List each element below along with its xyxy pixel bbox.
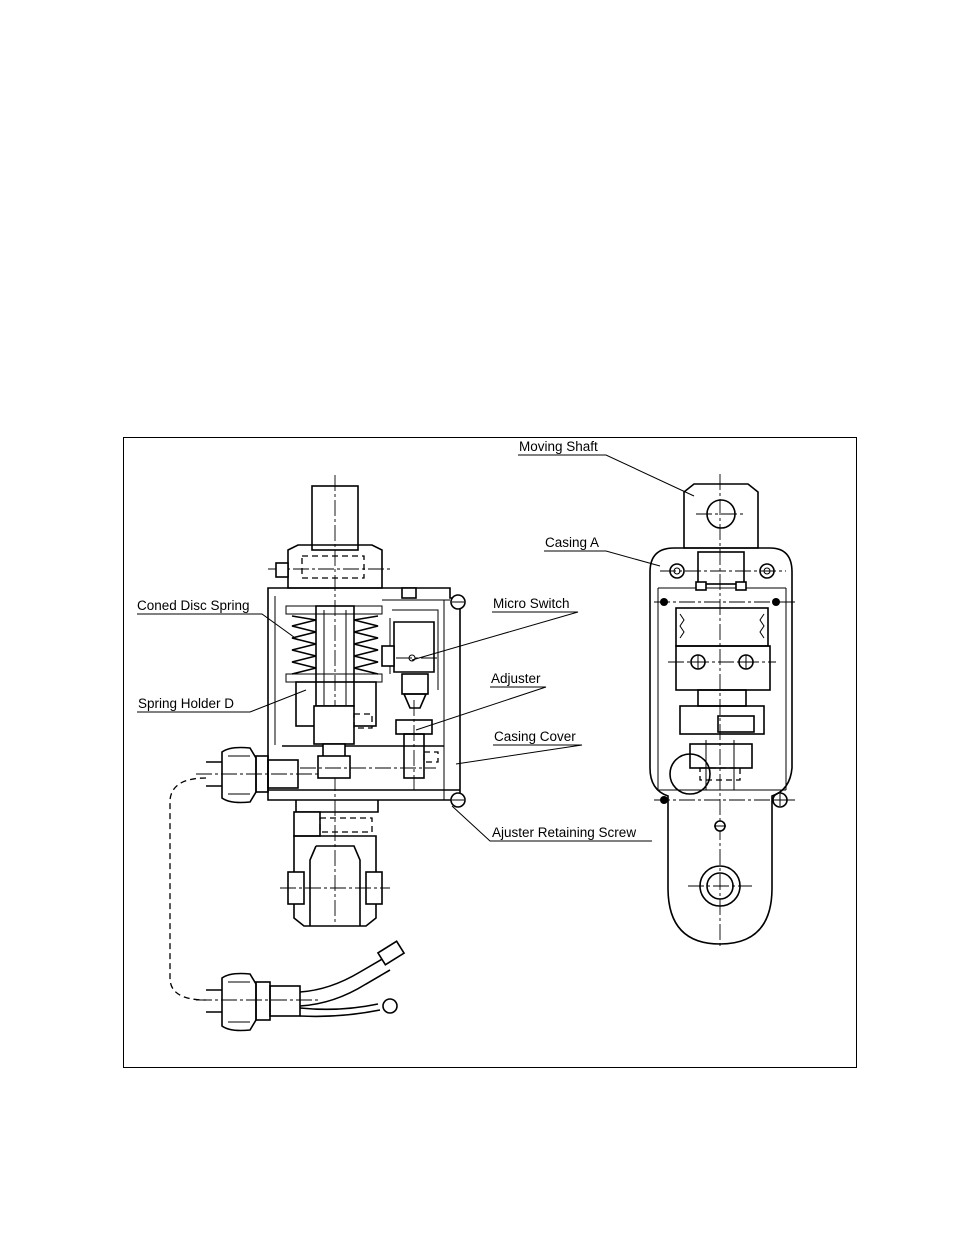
label-casing-cover: Casing Cover — [494, 729, 576, 744]
cable-gland-lower — [196, 940, 406, 1032]
label-micro-switch: Micro Switch — [493, 596, 570, 611]
cable-gland-upper — [196, 746, 320, 804]
labels: Moving Shaft Casing A Coned Disc Spring … — [137, 439, 636, 840]
section-view — [169, 475, 466, 1032]
label-moving-shaft: Moving Shaft — [519, 439, 598, 454]
coned-disc-spring-stack — [285, 605, 383, 683]
figure-frame — [123, 437, 857, 1068]
label-adjuster: Adjuster — [491, 671, 541, 686]
label-coned-disc-spring: Coned Disc Spring — [137, 598, 250, 613]
label-ajuster-retaining-screw: Ajuster Retaining Screw — [492, 825, 636, 840]
micro-switch-part — [381, 587, 440, 709]
label-casing-a: Casing A — [545, 535, 599, 550]
front-view — [649, 474, 796, 946]
adjuster-part — [395, 700, 439, 790]
leader-lines — [137, 454, 695, 842]
label-spring-holder-d: Spring Holder D — [138, 696, 234, 711]
